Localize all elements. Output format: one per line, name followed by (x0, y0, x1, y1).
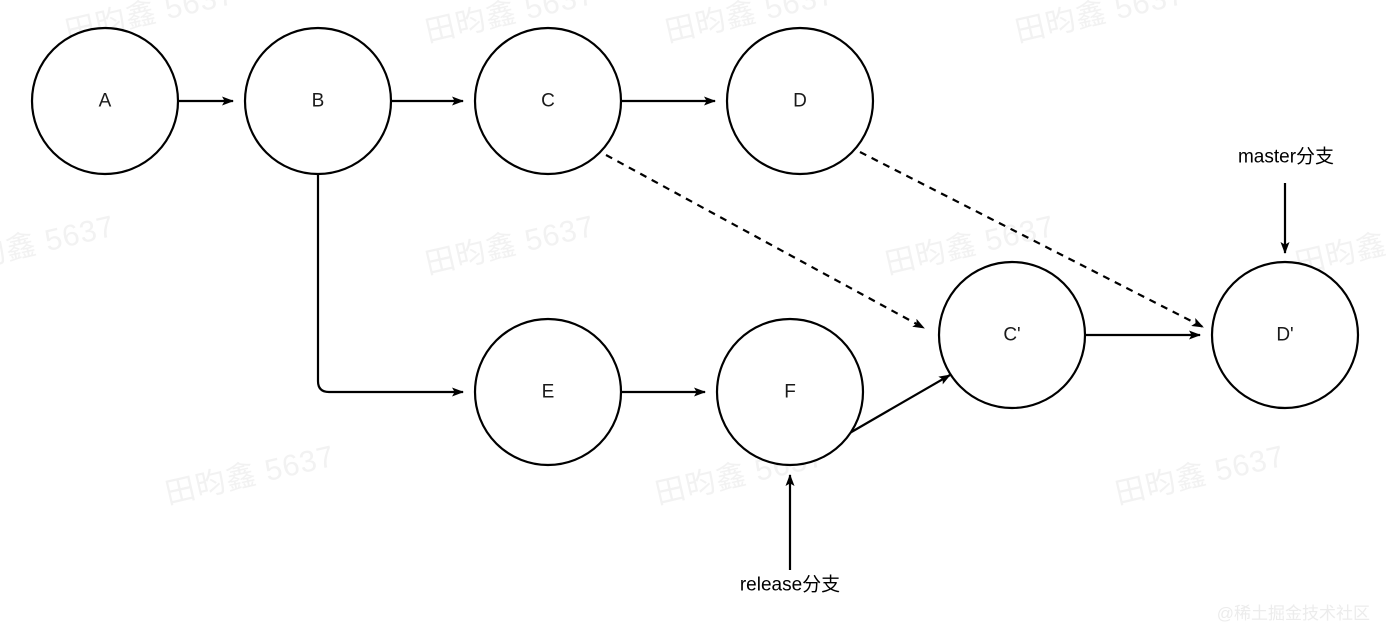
release-branch-label: release分支 (740, 574, 840, 596)
node-e-circle[interactable] (473, 317, 623, 467)
node-e[interactable]: E (473, 317, 623, 467)
node-c-label: C (541, 91, 555, 112)
node-a[interactable]: A (30, 26, 180, 176)
node-c-prime-circle[interactable] (937, 260, 1087, 410)
master-branch-label: master分支 (1238, 146, 1334, 168)
node-d-label: D (793, 91, 807, 112)
nodes-layer: A B C D E F C' (30, 26, 1360, 467)
node-d-prime-circle[interactable] (1210, 260, 1360, 410)
node-a-circle[interactable] (30, 26, 180, 176)
node-b-circle[interactable] (243, 26, 393, 176)
node-b-label: B (312, 91, 325, 112)
edge-b-to-e (316, 174, 464, 397)
node-d-circle[interactable] (725, 26, 875, 176)
node-c-prime-label: C' (1003, 325, 1020, 346)
edges-layer (178, 96, 1290, 570)
node-f-circle[interactable] (715, 317, 865, 467)
node-e-label: E (542, 382, 555, 403)
node-f-label: F (784, 382, 796, 403)
node-d-prime[interactable]: D' (1210, 260, 1360, 410)
node-c-circle[interactable] (473, 26, 623, 176)
node-f[interactable]: F (715, 317, 865, 467)
node-d[interactable]: D (725, 26, 875, 176)
annotations-layer: master分支 release分支 (740, 146, 1334, 596)
node-c[interactable]: C (473, 26, 623, 176)
node-a-label: A (99, 91, 112, 112)
edge-c-to-cprime-dashed (605, 154, 925, 329)
edge-f-to-cprime (847, 374, 951, 435)
site-watermark: @稀土掘金技术社区 (1216, 604, 1370, 623)
node-c-prime[interactable]: C' (937, 260, 1087, 410)
node-b[interactable]: B (243, 26, 393, 176)
node-d-prime-label: D' (1276, 325, 1293, 346)
